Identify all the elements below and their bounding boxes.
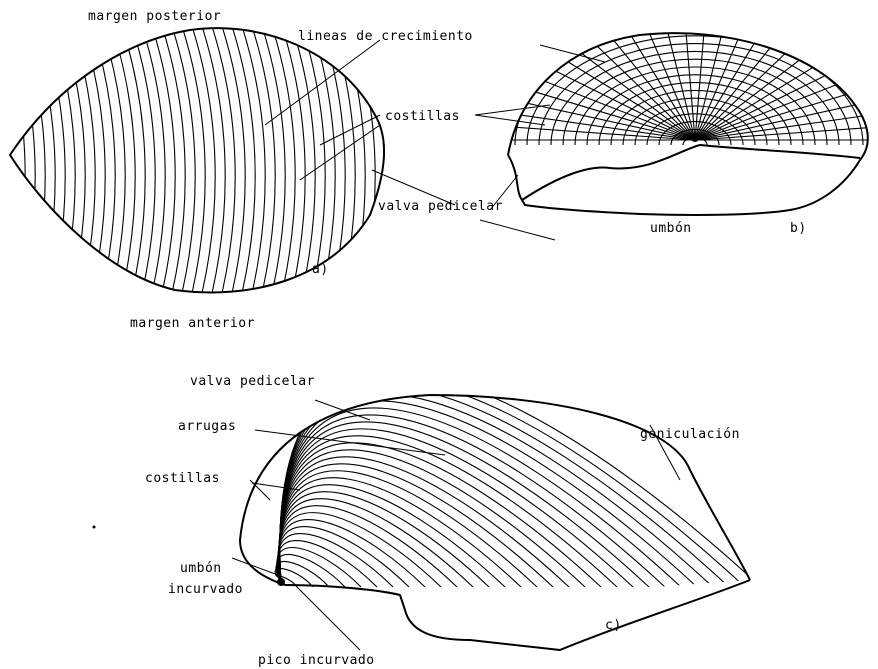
shell-c-growth-line [280,422,649,587]
shell-a-rib [0,20,25,310]
leader-valva-pedicelar-c [315,400,370,420]
shell-a-rib [30,20,55,310]
shell-a-rib [70,20,95,310]
label-incurvado: incurvado [168,582,243,597]
leader-arrugas [255,430,445,455]
label-fig-c: c) [605,618,622,633]
label-margen-anterior: margen anterior [130,316,255,331]
leader-costillas-a2 [300,125,380,180]
shell-a-rib [360,20,385,310]
shell-a-rib [210,20,235,310]
shell-a-rib [180,20,205,310]
label-fig-b: b) [790,221,807,236]
label-fig-a: a) [312,262,329,277]
shell-b [495,10,878,215]
label-umbon-b: umbón [650,221,692,236]
shell-a-rib [220,20,245,310]
shell-a-rib [200,20,225,310]
shell-a-rib [10,20,35,310]
shell-b-inner-rim [522,145,860,200]
shell-a-rib [150,20,175,310]
label-lineas-de-crecimiento: lineas de crecimiento [298,29,473,44]
shell-a-rib [20,20,45,310]
shell-a-rib [40,20,65,310]
shell-a-rib [350,20,375,310]
shell-a-rib [140,20,165,310]
shell-a-rib [260,20,285,310]
umbo-point [277,578,285,586]
shell-a-rib [190,20,215,310]
leader-costillas-a1 [320,115,380,145]
shell-a-rib [230,20,255,310]
leader-costillas-b1 [475,105,550,115]
label-valva-pedicelar-b: valva pedicelar [378,199,503,214]
shell-a-rib [240,20,265,310]
leader-umbon [232,558,278,575]
stray-dot [93,526,96,529]
shell-c-growth-line [279,450,585,587]
shell-a-rib [280,20,305,310]
shell-a-rib [60,20,85,310]
shell-a-rib [170,20,195,310]
shell-c-lower-edge [285,580,750,650]
shell-a-rib [160,20,185,310]
label-valva-pedicelar-c: valva pedicelar [190,374,315,389]
label-margen-posterior: margen posterior [88,9,221,24]
label-arrugas: arrugas [178,419,236,434]
shell-c-ribs [274,373,761,587]
shell-a-rib [110,20,135,310]
label-costillas-c: costillas [145,471,220,486]
label-umbon-c: umbón [180,561,222,576]
shell-a [0,20,395,310]
shell-a-rib [80,20,105,310]
shell-b-growth-line [563,59,827,145]
label-geniculacion: geniculación [640,427,740,442]
shell-a-rib [330,20,355,310]
shell-b-ribs [495,10,878,145]
shell-a-rib [120,20,145,310]
shell-c-growth-line [280,408,681,587]
shell-b-lower-edge [508,155,860,215]
shell-a-rib [130,20,155,310]
shell-c-growth-line [277,548,361,587]
leader-valva-c [480,220,555,240]
leader-pico [295,585,360,650]
shell-a-rib [270,20,295,310]
shell-c-growth-line [279,506,457,587]
label-costillas-b: costillas [385,109,460,124]
leader-costillas-b2 [475,115,545,125]
shell-a-ribs [0,20,395,310]
shell-a-rib [50,20,75,310]
shell-b-growth-line [515,28,875,145]
shell-a-rib [340,20,365,310]
umbo-point-b [691,134,699,142]
shell-c-growth-line [278,513,441,587]
leader-lineas-a [265,40,380,125]
shell-a-rib [250,20,275,310]
label-pico-incurvado: pico incurvado [258,653,375,668]
shell-c-growth-line [278,534,393,587]
shell-c-growth-line [279,499,473,587]
shell-c-growth-line [277,555,345,587]
